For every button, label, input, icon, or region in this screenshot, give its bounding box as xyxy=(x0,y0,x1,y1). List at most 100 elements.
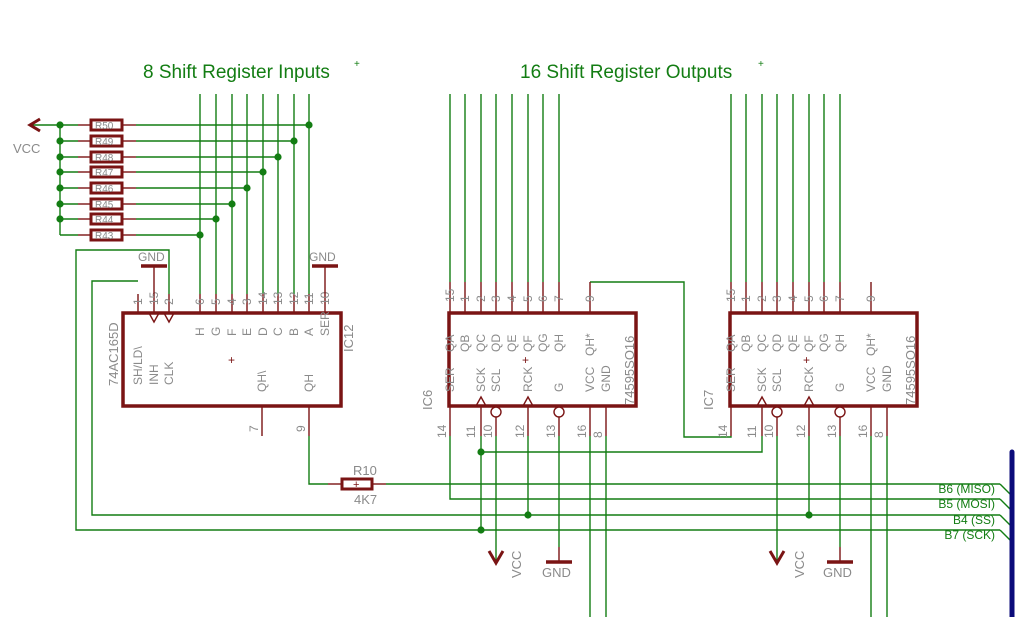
wires xyxy=(30,94,1012,617)
pin-number: 10 xyxy=(481,424,495,438)
sck-wire xyxy=(75,249,1000,531)
clock-edge-icon xyxy=(803,395,815,407)
pin-number: 3 xyxy=(240,298,254,305)
pin-label: QH* xyxy=(583,333,597,356)
ic7-name: IC7 xyxy=(701,390,716,410)
pin-label: QF xyxy=(521,335,535,352)
pin-number: 4 xyxy=(225,298,239,305)
resistor-label: R49 xyxy=(95,137,114,148)
cascade-wire xyxy=(590,281,732,438)
pin-label: G xyxy=(552,383,566,392)
pin-number: 12 xyxy=(287,291,301,305)
junction-dot xyxy=(196,231,204,239)
ic6-part: 74595SO16 xyxy=(622,336,637,405)
pin-label: QD xyxy=(489,334,503,352)
clock-edge-icon xyxy=(163,312,175,324)
junctions xyxy=(56,121,813,534)
resistor-label: R47 xyxy=(95,168,114,179)
pin-number: 5 xyxy=(521,295,535,302)
pin-number: 1 xyxy=(131,298,145,305)
pin-number: 12 xyxy=(794,424,808,438)
origin-marker: + xyxy=(803,353,810,367)
pin-label: QG xyxy=(817,333,831,352)
pin-number: 9 xyxy=(583,295,597,302)
inversion-bubble-icon xyxy=(490,406,502,418)
ic12-name: IC12 xyxy=(341,325,356,352)
ic7-part: 74595SO16 xyxy=(903,336,918,405)
clock-edge-icon xyxy=(475,395,487,407)
pin-label: G xyxy=(833,383,847,392)
vcc-arrow-icon xyxy=(487,550,505,566)
inputs-title: 8 Shift Register Inputs xyxy=(143,62,330,83)
pin-label: QA xyxy=(443,335,457,352)
pin-label: RCK xyxy=(802,367,816,392)
outputs-title-marker: + xyxy=(758,59,764,70)
pin-number: 5 xyxy=(209,298,223,305)
pin-number: 6 xyxy=(193,298,207,305)
pin-label: QB xyxy=(458,335,472,352)
gnd-label-ic6: GND xyxy=(542,565,571,580)
pin-number: 9 xyxy=(864,295,878,302)
clock-edge-icon xyxy=(756,395,768,407)
pin-number: 11 xyxy=(464,425,478,438)
r10-value: 4K7 xyxy=(354,492,377,507)
resistor-label: R44 xyxy=(95,215,114,226)
junction-dot xyxy=(56,121,64,129)
pin-number: 15 xyxy=(724,288,738,302)
pin-label: QE xyxy=(786,335,800,352)
junction-dot xyxy=(56,137,64,145)
pin-label: VCC xyxy=(583,366,597,392)
pin-label: SER xyxy=(443,367,457,392)
junction-dot xyxy=(259,168,267,176)
junction-dot xyxy=(243,184,251,192)
pin-number: 2 xyxy=(755,295,769,302)
pin-label: QB xyxy=(739,335,753,352)
pin-label: SER xyxy=(318,311,332,336)
junction-dot xyxy=(228,200,236,208)
bus-entry xyxy=(999,514,1012,527)
pin-label: A xyxy=(302,328,316,336)
wire xyxy=(308,436,328,485)
gnd-label-ser: GND xyxy=(309,250,336,264)
junction-dot xyxy=(305,121,313,129)
ss-wire xyxy=(91,280,1000,516)
pin-label: SH/LD\ xyxy=(131,346,145,385)
pin-number: 11 xyxy=(745,425,759,438)
outputs-title: 16 Shift Register Outputs xyxy=(520,62,732,83)
junction-dot xyxy=(805,511,813,519)
pin-label: QC xyxy=(474,334,488,352)
components: R50R49R48R47R46R45R44R43+1SH/LD\15INH2CL… xyxy=(27,117,919,566)
pin-number: 2 xyxy=(162,298,176,305)
pin-number: 2 xyxy=(474,295,488,302)
pin-label: SCL xyxy=(770,368,784,392)
net-label-miso: B6 (MISO) xyxy=(938,482,995,496)
net-label-ss: B4 (SS) xyxy=(953,513,995,527)
junction-dot xyxy=(212,215,220,223)
pin-number: 16 xyxy=(575,424,589,438)
net-label-mosi: B5 (MOSI) xyxy=(938,497,995,511)
pin-label: H xyxy=(193,327,207,336)
pin-number: 12 xyxy=(513,424,527,438)
bus-entry xyxy=(999,498,1012,511)
pin-label: SCK xyxy=(474,367,488,392)
junction-dot xyxy=(56,200,64,208)
pin-number: 9 xyxy=(294,425,308,432)
pin-label: F xyxy=(225,329,239,336)
pin-number: 10 xyxy=(762,424,776,438)
bus-entry xyxy=(999,529,1012,542)
pin-label: SER xyxy=(724,367,738,392)
vcc-arrow-icon xyxy=(768,550,786,566)
pin-label: QE xyxy=(505,335,519,352)
pin-label: RCK xyxy=(521,367,535,392)
pin-number: 6 xyxy=(536,295,550,302)
origin-marker: + xyxy=(522,353,529,367)
pin-number: 3 xyxy=(770,295,784,302)
junction-dot xyxy=(56,184,64,192)
inversion-bubble-icon xyxy=(834,406,846,418)
resistor-label: R48 xyxy=(95,153,114,164)
wire xyxy=(481,436,763,453)
pin-label: VCC xyxy=(864,366,878,392)
pin-label: QH xyxy=(552,334,566,352)
pin-number: 7 xyxy=(552,295,566,302)
